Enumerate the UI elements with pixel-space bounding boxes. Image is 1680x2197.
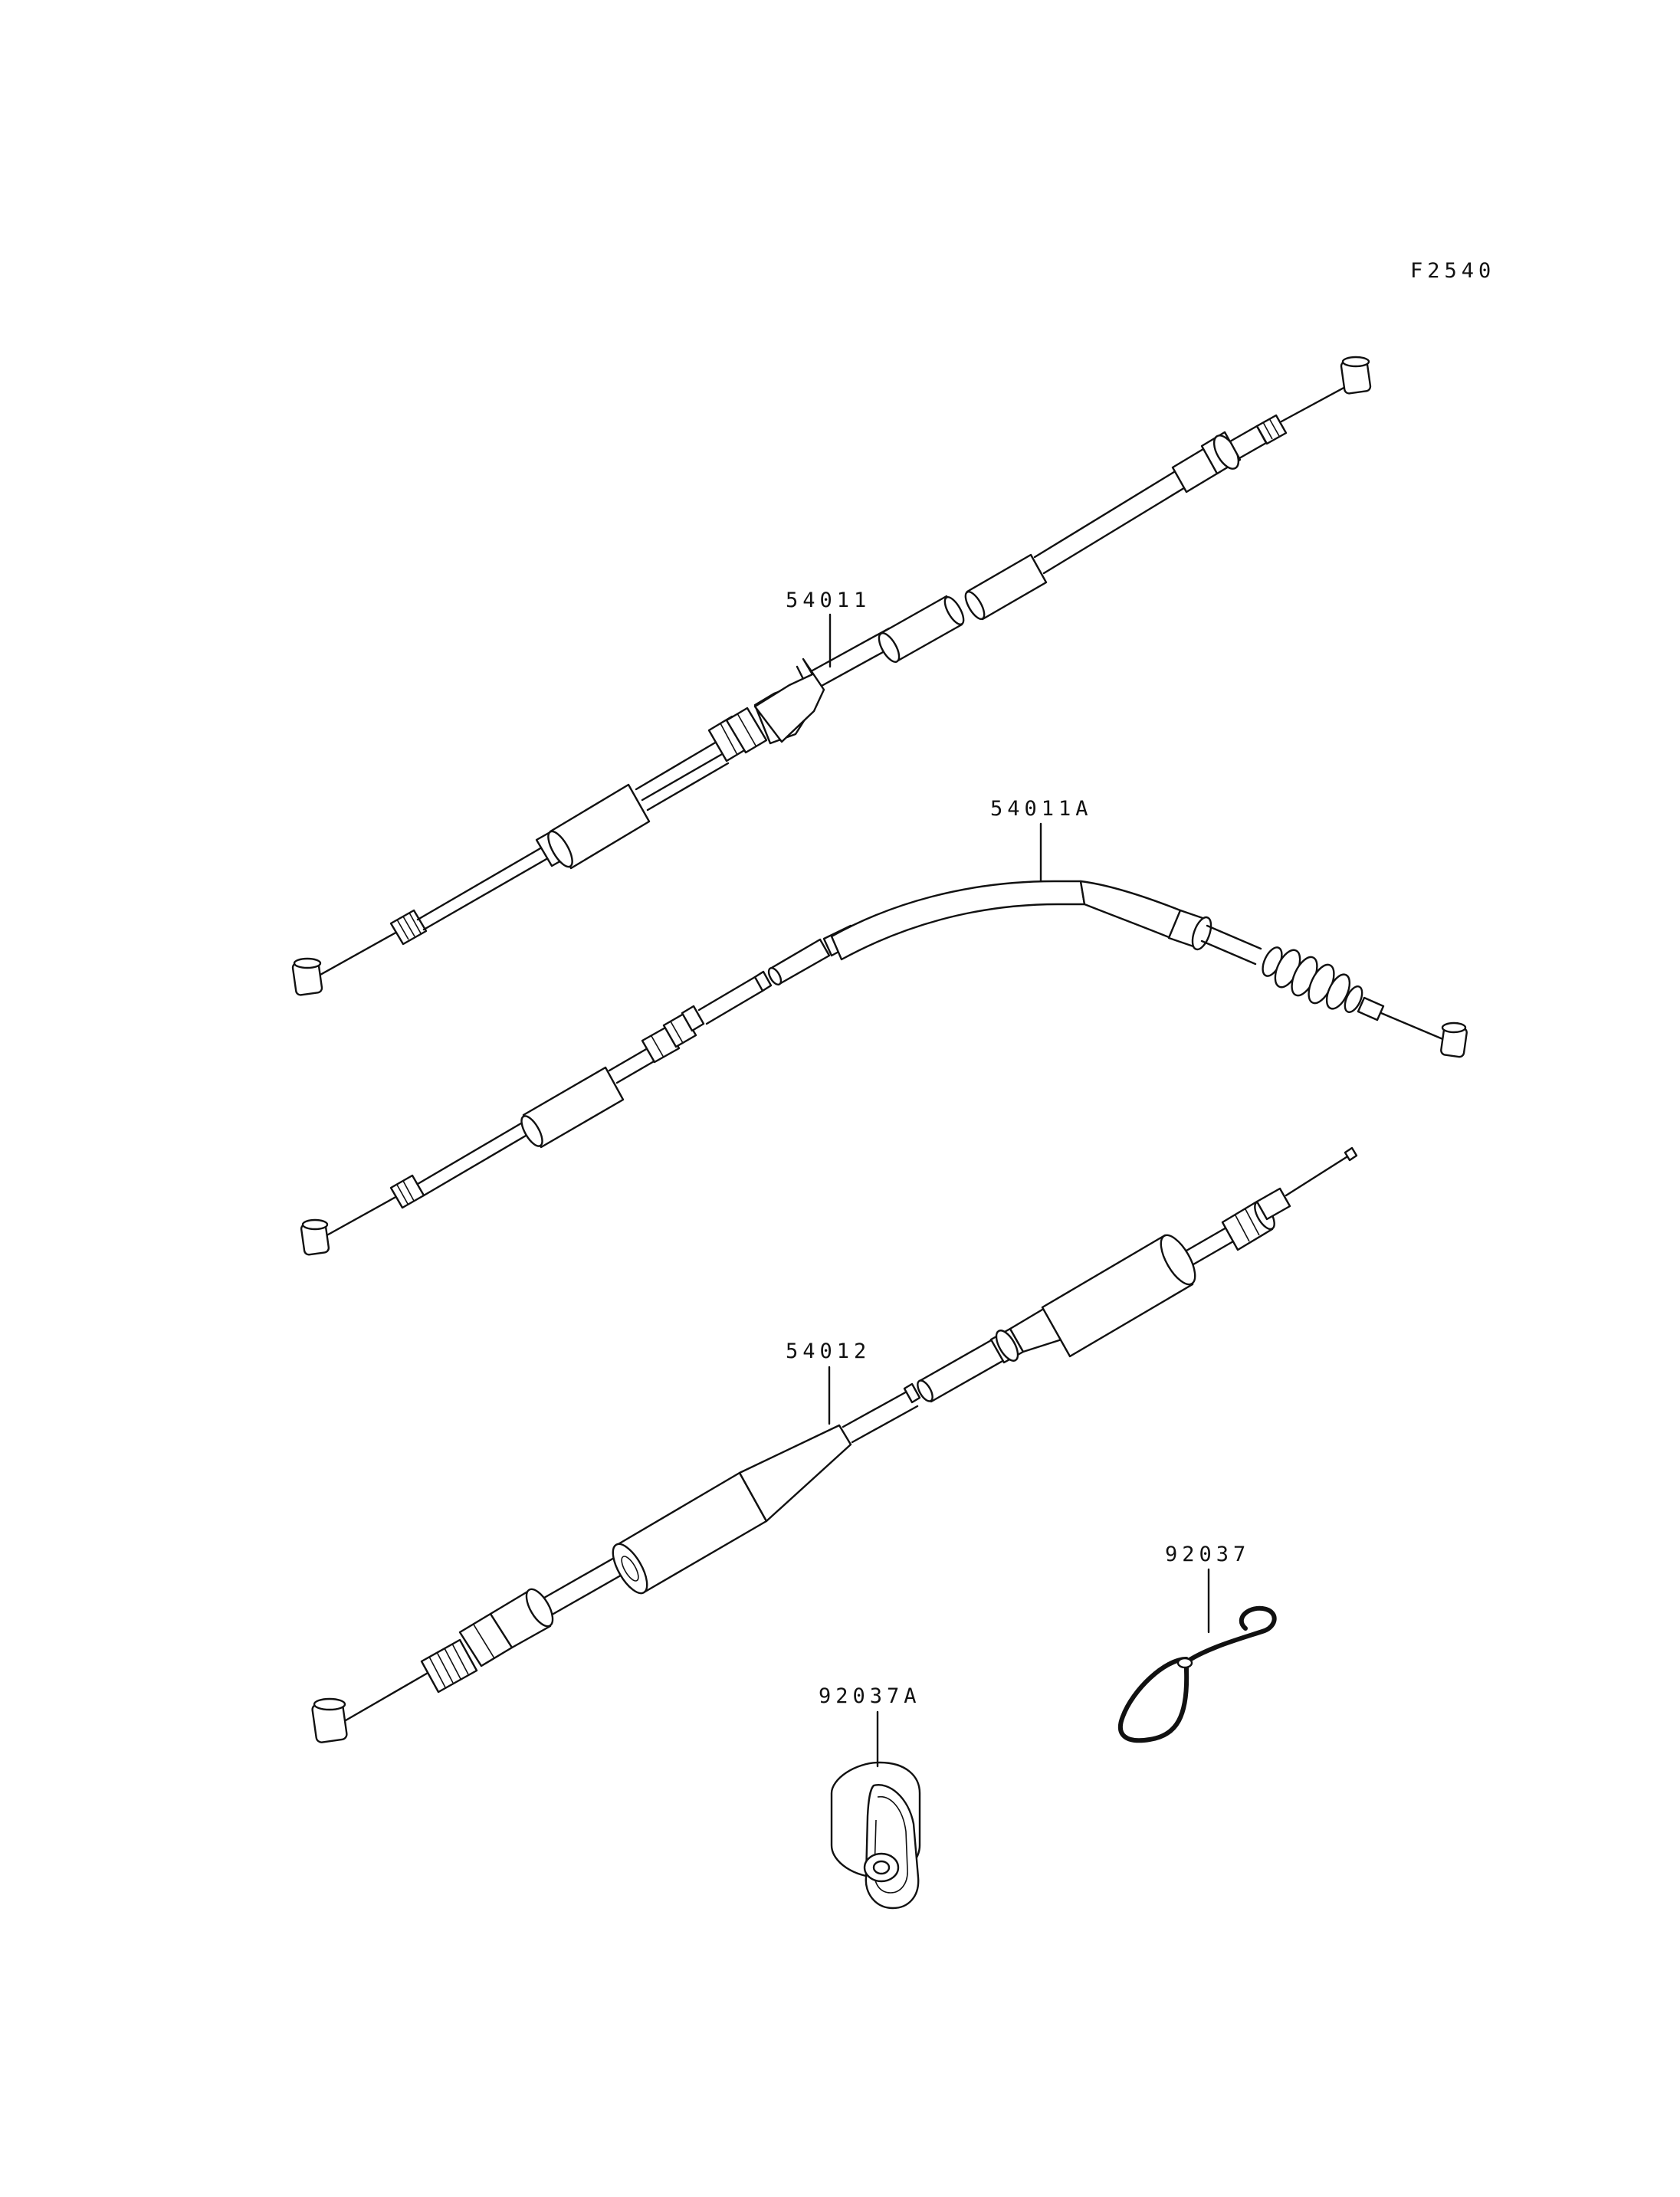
- clip-92037: [1117, 1605, 1277, 1743]
- clamp-92037A: [830, 1761, 921, 1910]
- label-54012: 54012: [786, 1340, 871, 1363]
- label-92037: 92037: [1165, 1543, 1250, 1566]
- label-92037A: 92037A: [819, 1684, 921, 1708]
- cable-54011: [291, 356, 1372, 996]
- label-54011A: 54011A: [990, 797, 1093, 821]
- drawing-code: F2540: [1410, 259, 1495, 283]
- cable-54012: [311, 1146, 1358, 1743]
- label-54011: 54011: [786, 589, 871, 612]
- cable-54011A: [300, 880, 1468, 1256]
